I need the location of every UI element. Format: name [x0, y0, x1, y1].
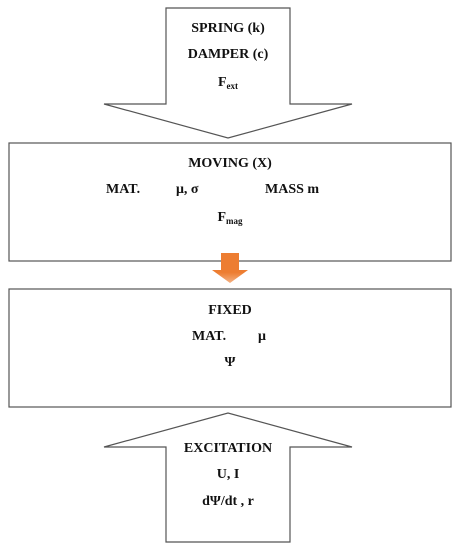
top-down-arrow-shape [103, 7, 353, 139]
moving-mat-props: μ, σ [176, 182, 199, 197]
moving-mat-label: MAT. [106, 182, 141, 197]
fixed-mat-label: MAT. [192, 329, 227, 344]
mass-label: MASS m [265, 182, 320, 197]
moving-title: MOVING (X) [188, 156, 272, 171]
bottom-up-arrow-shape [103, 412, 353, 543]
fixed-box-shape [8, 288, 452, 408]
flux-derivative-label: dΨ/dt , r [202, 494, 254, 509]
external-force-label: Fext [218, 75, 238, 94]
magnetic-force-symbol: F [217, 210, 227, 225]
magnetic-force-label: Fmag [217, 210, 242, 229]
external-force-subscript: ext [226, 81, 239, 91]
moving-box-shape [8, 142, 452, 262]
magnetic-force-subscript: mag [226, 216, 243, 226]
spring-label: SPRING (k) [191, 21, 265, 36]
fixed-title: FIXED [208, 303, 252, 318]
voltage-current-label: U, I [216, 467, 240, 482]
fixed-mat-props: μ [258, 329, 266, 344]
excitation-label: EXCITATION [183, 441, 273, 456]
external-force-symbol: F [217, 75, 227, 90]
connector-arrow-shape [212, 253, 248, 283]
damper-label: DAMPER (c) [187, 47, 269, 62]
flux-label: Ψ [224, 355, 236, 370]
